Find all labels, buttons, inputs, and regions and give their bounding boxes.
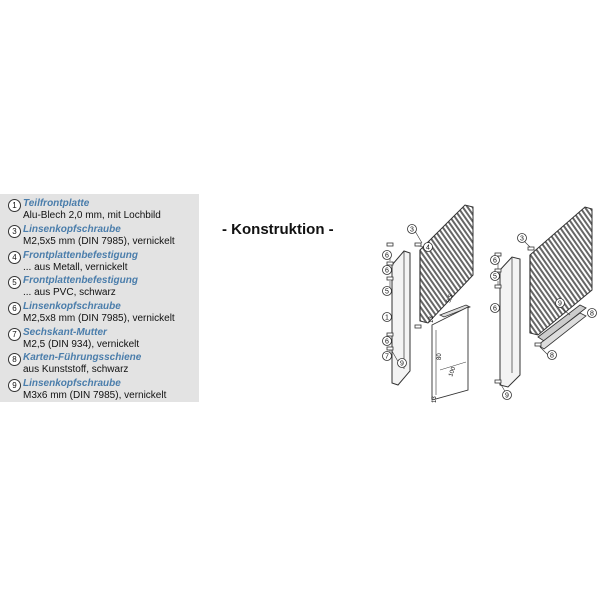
right-callouts: 3 6 5 6 9 8 8 9 (490, 233, 597, 400)
callout-label: 1 (385, 315, 389, 322)
callout-label: 9 (400, 361, 404, 368)
callout-label: 6 (385, 268, 389, 275)
item-description: M2,5x8 mm (DIN 7985), vernickelt (23, 313, 175, 324)
item-title: Linsenkopfschraube (23, 301, 121, 312)
callout-label: 8 (550, 353, 554, 360)
item-description: ... aus Metall, vernickelt (23, 262, 128, 273)
item-description: Alu-Blech 2,0 mm, mit Lochbild (23, 210, 161, 221)
callout-label: 6 (493, 306, 497, 313)
item-number: 5 (8, 276, 21, 289)
callout-label: 6 (385, 339, 389, 346)
left-assembly (386, 204, 474, 401)
construction-drawing: 3 6 6 5 1 4 6 7 9 5,5 13 80 100 13 (382, 204, 597, 403)
callout-label: 6 (493, 258, 497, 265)
item-title: Linsenkopfschraube (23, 224, 121, 235)
legend-panel: 1 Teilfrontplatte Alu-Blech 2,0 mm, mit … (0, 194, 199, 402)
dimension-label: 13 (432, 396, 438, 403)
item-description: aus Kunststoff, schwarz (23, 364, 129, 375)
item-title: Karten-Führungsschiene (23, 352, 142, 363)
callout-label: 3 (410, 227, 414, 234)
left-callouts: 3 6 6 5 1 4 6 7 9 (382, 224, 433, 368)
item-title: Linsenkopfschraube (23, 378, 121, 389)
item-description: M2,5 (DIN 934), vernickelt (23, 339, 140, 350)
dimension-label: 13 (429, 316, 435, 323)
card-guide-rail (537, 304, 587, 342)
callout-label: 5 (493, 274, 497, 281)
right-assembly (494, 206, 593, 388)
item-description: M3x6 mm (DIN 7985), vernickelt (23, 390, 167, 401)
callout-label: 5 (385, 289, 389, 296)
item-number: 1 (8, 199, 21, 212)
callout-label: 8 (590, 311, 594, 318)
item-number: 3 (8, 225, 21, 238)
dimension-label: 80 (437, 353, 443, 360)
item-number: 7 (8, 328, 21, 341)
dimension-label: 5,5 (446, 293, 455, 304)
callout-label: 4 (426, 245, 430, 252)
callout-label: 6 (385, 253, 389, 260)
dimension-label: 100 (448, 366, 457, 378)
callout-label: 7 (385, 354, 389, 361)
dimension-labels: 5,5 13 80 100 13 (429, 293, 458, 403)
item-number: 4 (8, 251, 21, 264)
item-title: Frontplattenbefestigung (23, 275, 138, 286)
item-number: 8 (8, 353, 21, 366)
item-number: 6 (8, 302, 21, 315)
callout-label: 9 (558, 301, 562, 308)
item-number: 9 (8, 379, 21, 392)
dimension-detail (431, 306, 469, 401)
item-title: Teilfrontplatte (23, 198, 90, 209)
item-title: Sechskant-Mutter (23, 327, 107, 338)
section-heading: - Konstruktion - (222, 221, 334, 238)
item-description: M2,5x5 mm (DIN 7985), vernickelt (23, 236, 175, 247)
callout-label: 9 (505, 393, 509, 400)
front-plate (499, 256, 521, 388)
item-description: ... aus PVC, schwarz (23, 287, 116, 298)
callout-label: 3 (520, 236, 524, 243)
item-title: Frontplattenbefestigung (23, 250, 138, 261)
